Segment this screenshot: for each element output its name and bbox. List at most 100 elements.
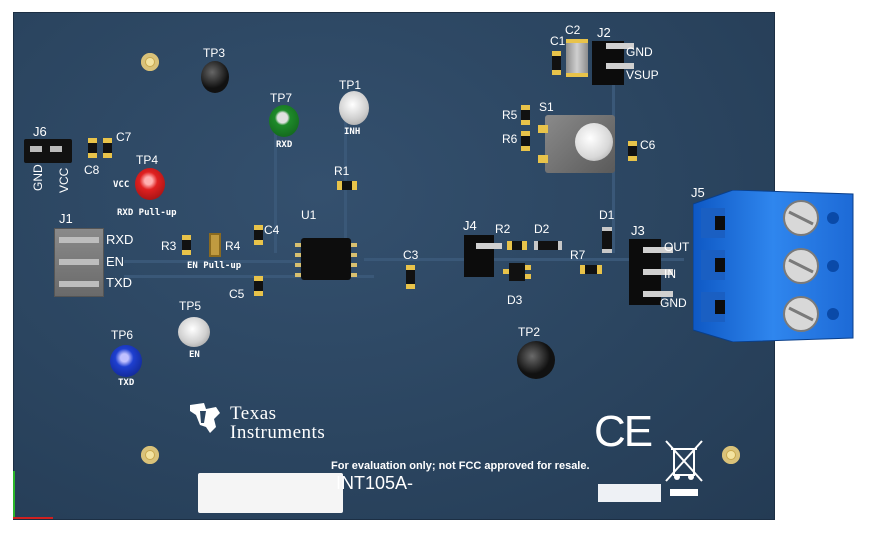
trace (364, 258, 684, 261)
c6-label: C6 (640, 138, 656, 152)
test-point-tp1[interactable] (339, 91, 369, 125)
tp3-label: TP3 (203, 46, 226, 60)
test-point-tp7[interactable] (269, 105, 299, 137)
capacitor-c1 (552, 51, 561, 75)
r5-label: R5 (502, 108, 518, 122)
j3-label: J3 (631, 223, 645, 238)
j1-rxd-label: RXD (106, 232, 134, 247)
d1-label: D1 (599, 208, 615, 222)
c7-label: C7 (116, 130, 132, 144)
diode-d2 (534, 241, 562, 250)
j1-en-label: EN (106, 254, 125, 269)
en-tp-label: EN (189, 350, 200, 360)
header-j1[interactable] (54, 228, 104, 297)
capacitor-c8 (88, 138, 97, 158)
capacitor-c4 (254, 225, 263, 245)
rxd-pullup-label: RXD Pull-up (117, 208, 177, 218)
ti-logo-icon (186, 397, 226, 437)
j3-out-label: OUT (664, 240, 690, 254)
capacitor-c7 (103, 138, 112, 158)
c2-label: C2 (565, 23, 581, 37)
resistor-r2 (507, 241, 527, 250)
tp1-label: TP1 (339, 78, 362, 92)
y-axis-indicator (13, 471, 15, 519)
ce-mark-icon: CE (594, 407, 653, 456)
r4-label: R4 (225, 239, 241, 253)
r3-label: R3 (161, 239, 177, 253)
c1-label: C1 (550, 34, 566, 48)
j3-in-label: IN (664, 267, 676, 281)
u1-label: U1 (301, 208, 317, 222)
capacitor-c6 (628, 141, 637, 161)
terminal-block-j5[interactable] (692, 189, 858, 343)
test-point-tp2[interactable] (517, 341, 555, 379)
tp5-label: TP5 (179, 299, 202, 313)
j5-label: J5 (691, 185, 705, 200)
test-point-tp4[interactable] (135, 168, 165, 200)
test-point-tp3[interactable] (201, 61, 229, 93)
trace (124, 275, 374, 278)
x-axis-indicator (13, 517, 53, 519)
mounting-hole (722, 446, 740, 464)
r6-label: R6 (502, 132, 518, 146)
j4-label: J4 (463, 218, 477, 233)
c4-label: C4 (264, 223, 280, 237)
diode-d1 (602, 227, 612, 253)
resistor-r1 (337, 181, 357, 190)
header-j2[interactable] (592, 41, 634, 85)
test-point-tp6[interactable] (110, 345, 142, 377)
r2-label: R2 (495, 222, 511, 236)
en-pullup-label: EN Pull-up (187, 261, 242, 271)
tp2-label: TP2 (518, 325, 541, 339)
switch-s1[interactable] (538, 115, 615, 173)
inh-label: INH (344, 127, 361, 137)
ti-text-line1: Texas (230, 403, 277, 424)
resistor-r4 (209, 233, 221, 257)
vcc-tp-label: VCC (113, 180, 130, 190)
j6-label: J6 (33, 124, 47, 139)
j1-label: J1 (59, 211, 73, 226)
vsup-j2-label: VSUP (626, 68, 659, 82)
tp4-label: TP4 (136, 153, 159, 167)
board-name: INT105A- (336, 473, 414, 493)
mounting-hole (141, 446, 159, 464)
capacitor-c3 (406, 265, 415, 289)
transistor-d3 (503, 263, 531, 281)
r7-label: R7 (570, 248, 586, 262)
label-area-small (598, 484, 661, 502)
resistor-r7 (580, 265, 602, 274)
ti-text-line2: Instruments (230, 422, 326, 443)
tp6-label: TP6 (111, 328, 134, 342)
j3-gnd-label: GND (660, 296, 687, 310)
c5-label: C5 (229, 287, 245, 301)
header-j3[interactable] (629, 239, 673, 305)
d3-label: D3 (507, 293, 523, 307)
capacitor-c2 (566, 39, 588, 77)
header-j6[interactable] (24, 139, 72, 163)
ic-u1 (295, 238, 357, 280)
header-j4[interactable] (464, 235, 502, 277)
j2-label: J2 (597, 25, 611, 40)
weee-bin-icon (662, 437, 706, 499)
c3-label: C3 (403, 248, 419, 262)
c8-label: C8 (84, 163, 100, 177)
rxd-tp-label: RXD (276, 140, 293, 150)
resistor-r5 (521, 105, 530, 125)
label-area (198, 473, 343, 513)
eval-note: For evaluation only; not FCC approved fo… (331, 460, 590, 472)
gnd-j2-label: GND (626, 45, 653, 59)
s1-label: S1 (539, 100, 554, 114)
resistor-r3 (182, 235, 191, 255)
pcb-board: TP3 TP1 INH TP7 RXD J6 GND VCC C7 C8 TP4… (13, 12, 775, 520)
trace (124, 260, 334, 263)
test-point-tp5[interactable] (178, 317, 210, 347)
mounting-hole (141, 53, 159, 71)
txd-tp-label: TXD (118, 378, 135, 388)
vcc-j6-label: VCC (57, 167, 71, 193)
r1-label: R1 (334, 164, 350, 178)
trace (274, 133, 277, 253)
tp7-label: TP7 (270, 91, 293, 105)
j1-txd-label: TXD (106, 275, 132, 290)
capacitor-c5 (254, 276, 263, 296)
resistor-r6 (521, 131, 530, 151)
